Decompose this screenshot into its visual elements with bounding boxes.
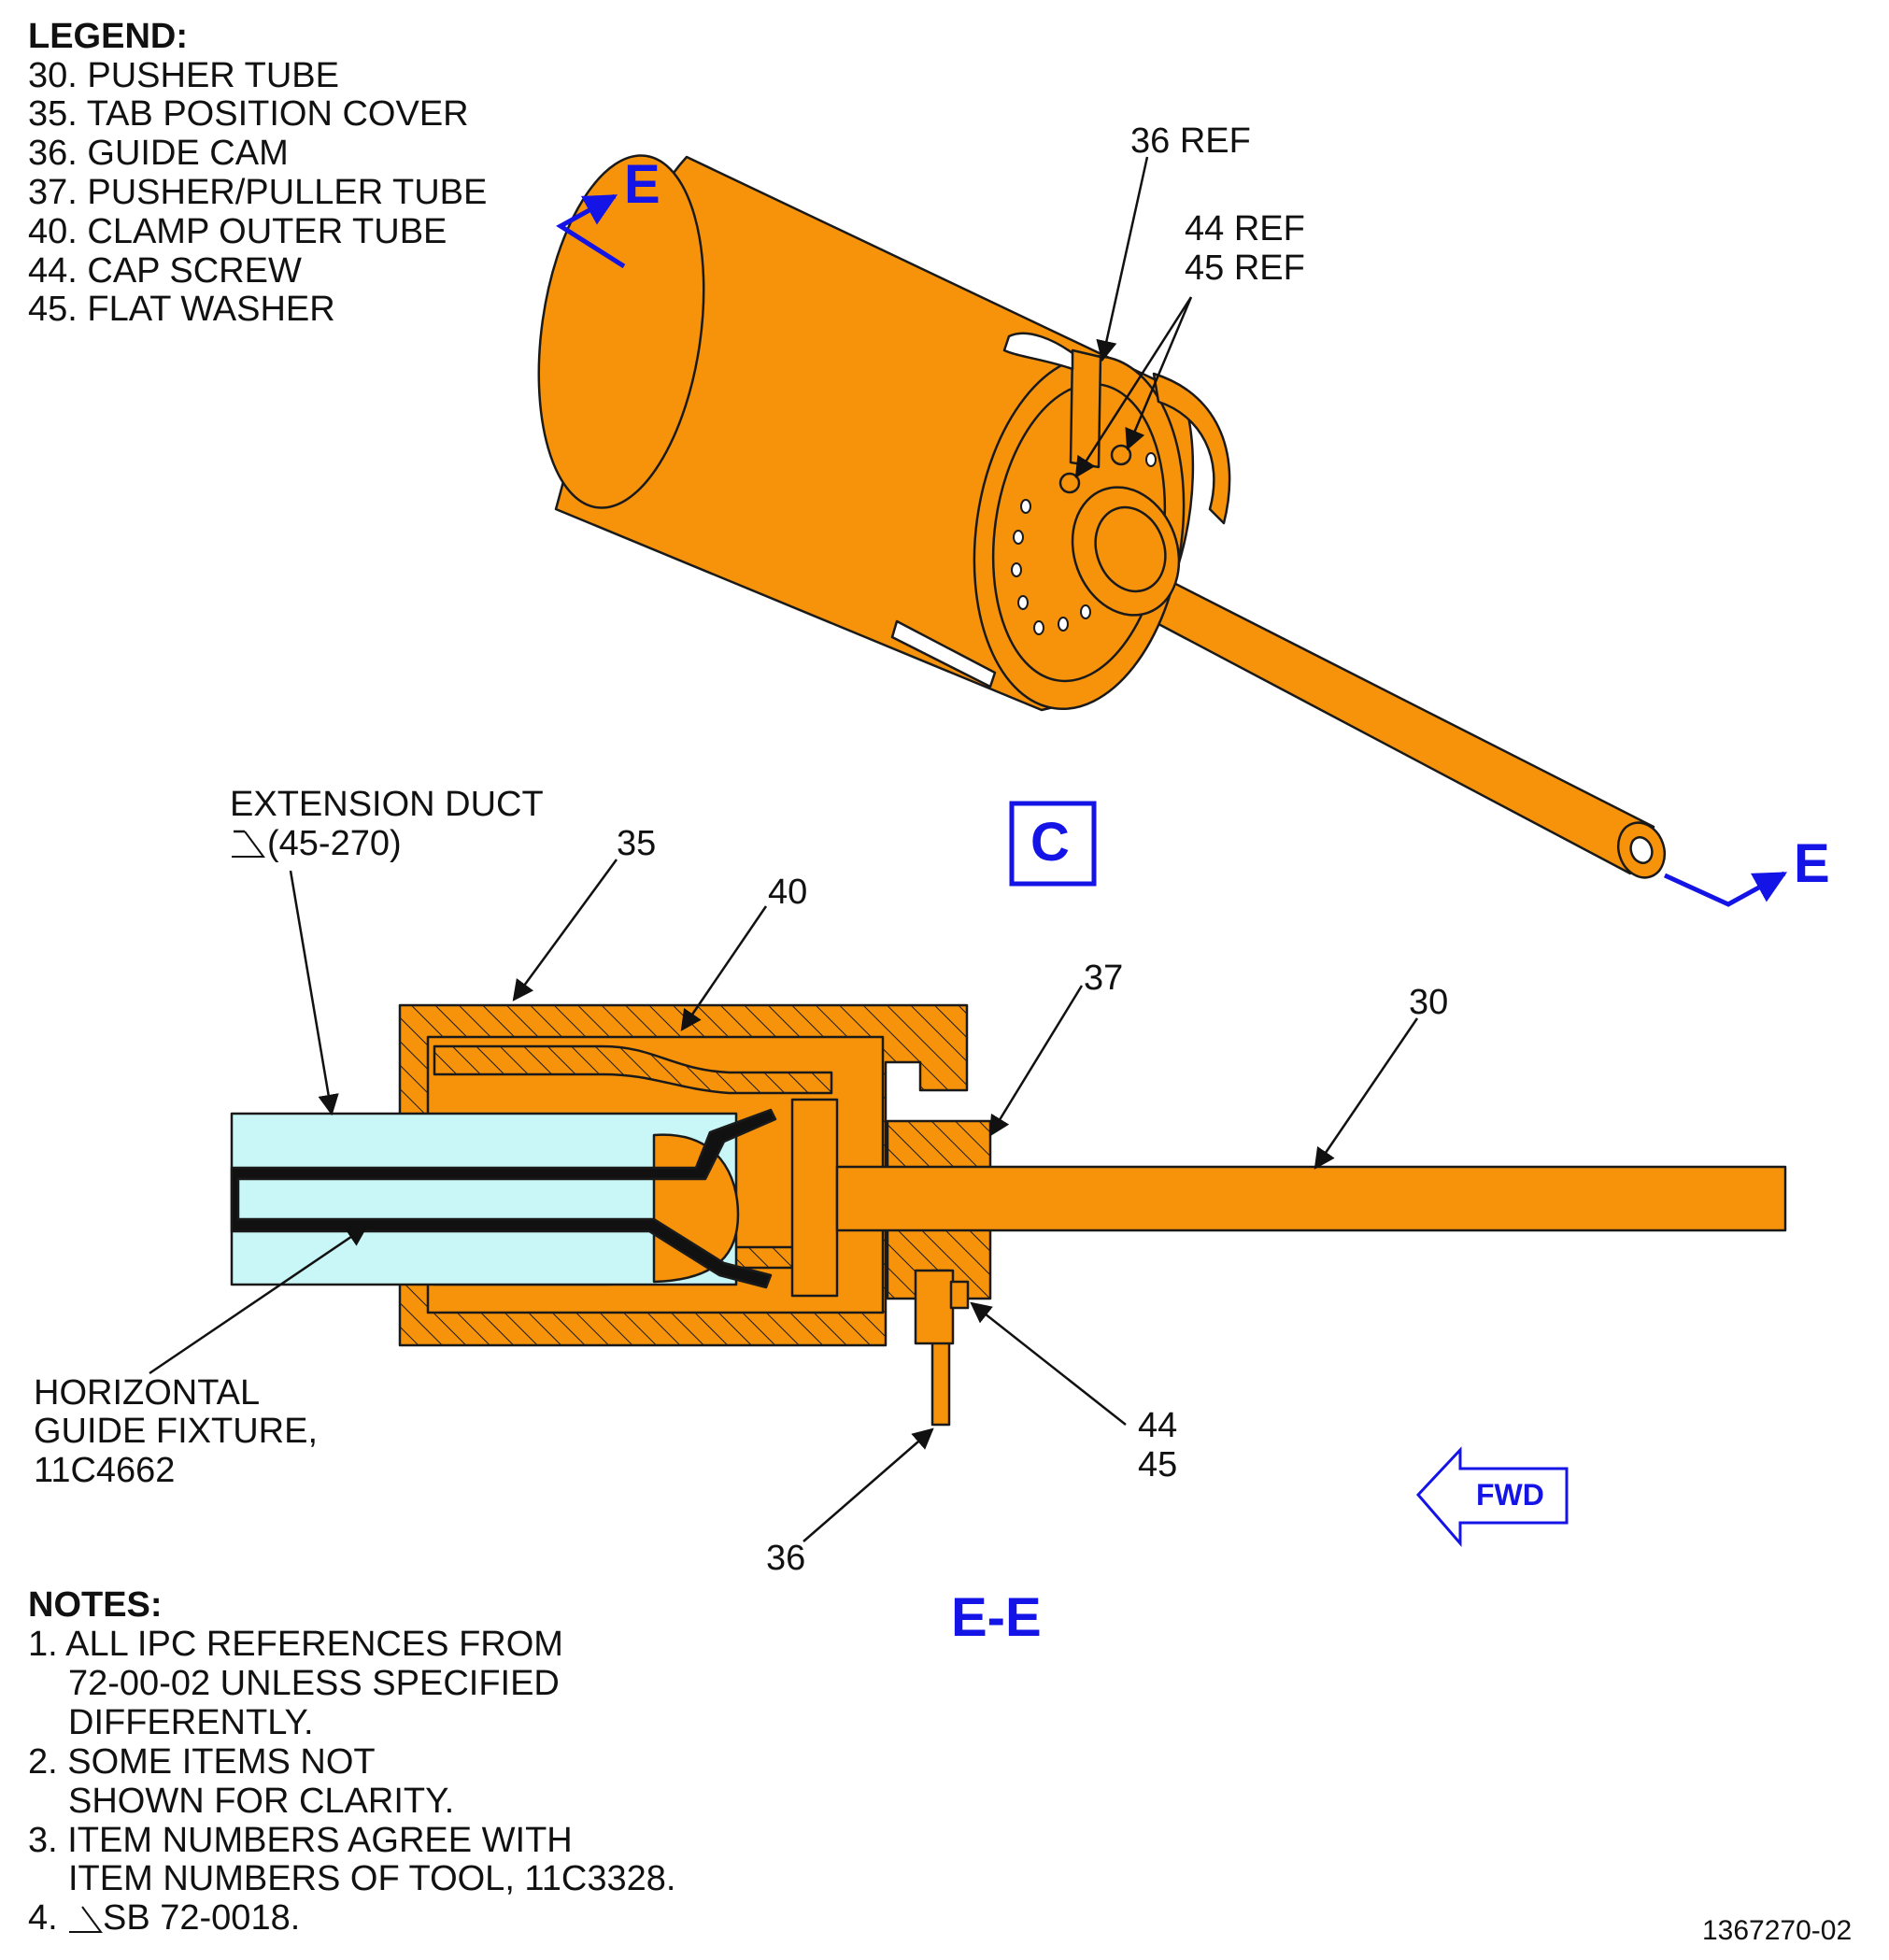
iso-cylinder-rear [537,154,705,509]
section-extension-duct [230,1112,738,1286]
callout-30: 30 [1409,983,1449,1022]
legend-item: 40. CLAMP OUTER TUBE [28,212,447,251]
revision-flag-symbols [69,831,265,1933]
section-pusher-tube [835,1165,1787,1232]
note-4-text: SB 72-0018. [103,1898,301,1938]
note-1a: 1. ALL IPC REFERENCES FROM [28,1625,563,1664]
fixture-label-line2: GUIDE FIXTURE, [34,1412,319,1451]
legend-title: LEGEND: [28,17,188,56]
notes-title: NOTES: [28,1585,163,1625]
legend-item: 35. TAB POSITION COVER [28,94,469,134]
section-cap-screw [949,1280,970,1310]
extension-duct-ref: (45-270) [267,824,402,863]
fixture-label-line1: HORIZONTAL [34,1373,261,1413]
fixture-label-line3: 11C4662 [34,1451,176,1490]
note-4: 4. [28,1898,58,1938]
fwd-label: FWD [1476,1478,1544,1512]
iso-tab-cover [1152,372,1231,525]
note-1b: 72-00-02 UNLESS SPECIFIED [68,1664,560,1703]
note-3a: 3. ITEM NUMBERS AGREE WITH [28,1821,573,1860]
callout-37: 37 [1084,959,1124,998]
top-view-leaders [1074,156,1193,478]
section-cut-arrows [556,193,1788,907]
legend-item: 45. FLAT WASHER [28,290,335,329]
callout-35: 35 [617,824,657,863]
legend-item: 30. PUSHER TUBE [28,56,339,95]
callout-45-ref: 45 REF [1185,249,1305,288]
note-2a: 2. SOME ITEMS NOT [28,1742,376,1782]
legend-item: 37. PUSHER/PULLER TUBE [28,173,488,212]
section-e-e-drawing [230,1003,1787,1427]
view-label-box [1009,801,1097,887]
section-clamp-plate [790,1098,839,1298]
callout-44: 44 [1138,1406,1178,1445]
callout-36-ref: 36 REF [1130,121,1251,161]
isometric-clamp-assembly [537,154,1667,879]
extension-duct-label: EXTENSION DUCT [230,785,544,824]
note-3b: ITEM NUMBERS OF TOOL, 11C3328. [68,1859,676,1898]
section-mark-bottom: E [1794,833,1830,894]
legend-item: 44. CAP SCREW [28,251,302,291]
iso-cap-screw-1 [1058,472,1081,494]
fwd-arrow-shape [1415,1446,1569,1548]
section-leaders [149,830,1419,1542]
section-clamp-outer-tube [433,1044,833,1095]
iso-guide-cam [1069,348,1102,469]
view-label: C [1030,812,1070,873]
note-1c: DIFFERENTLY. [68,1703,314,1742]
drawing-number: 1367270-02 [1702,1915,1853,1946]
section-mark-top: E [624,154,660,215]
callout-45: 45 [1138,1445,1178,1484]
note-2b: SHOWN FOR CLARITY. [68,1782,455,1821]
section-guide-fixture [230,1108,777,1289]
section-title: E-E [951,1587,1042,1648]
callout-40: 40 [768,873,808,912]
callout-44-ref: 44 REF [1185,209,1305,249]
legend-item: 36. GUIDE CAM [28,134,289,173]
callout-36: 36 [766,1539,806,1578]
